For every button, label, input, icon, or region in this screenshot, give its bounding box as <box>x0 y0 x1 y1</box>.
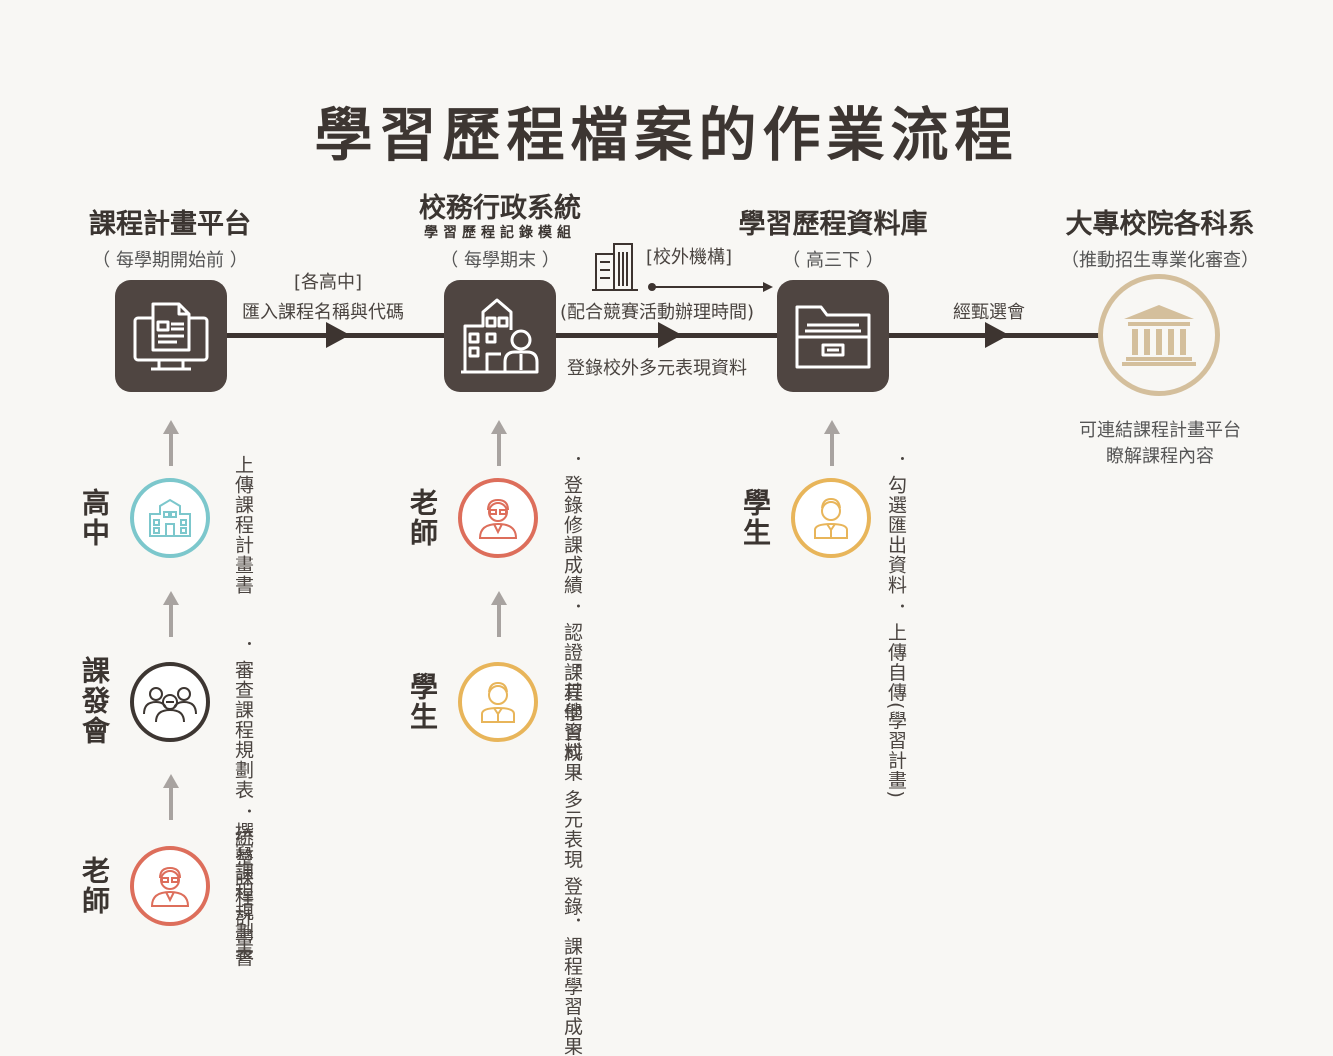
universities-title: 大專校院各科系 <box>1065 209 1255 240</box>
role-teacher: 老師 <box>78 856 111 916</box>
task-student-export: ．勾選匯出資料 ．上傳自傳(學習計畫) <box>884 455 908 799</box>
role-student: 學生 <box>406 672 439 732</box>
computer-document-icon <box>133 302 209 371</box>
teacher-icon <box>478 498 518 539</box>
up-arrow <box>163 420 179 466</box>
school-admin-note: （ 每學期末 ） <box>440 250 560 271</box>
task-integrate-course-plan: ．統整課程計畫書 <box>232 807 254 968</box>
edge2-paren: (配合競賽活動辦理時間) <box>560 302 755 323</box>
up-arrow <box>163 591 179 637</box>
task-write-course-plan-table: 撰寫課程規劃表 <box>232 822 254 962</box>
teacher-icon <box>150 866 190 907</box>
folder-cabinet-icon <box>795 305 871 369</box>
teacher-circle <box>130 846 210 926</box>
flow-arrowhead-3 <box>985 322 1009 348</box>
universities-caption-1: 可連結課程計畫平台 <box>1079 420 1241 441</box>
committee-circle <box>130 662 210 742</box>
school-admin-subtitle: 學習歷程記錄模組 <box>424 225 576 241</box>
office-building-icon <box>592 243 638 291</box>
task-other-data: ．其他資料 <box>561 662 583 762</box>
task-review-course-plan: ．審查課程規劃表 <box>232 640 254 800</box>
teacher-circle <box>458 478 538 558</box>
role-committee: 課發會 <box>78 656 111 746</box>
portfolio-db-title: 學習歷程資料庫 <box>738 209 928 240</box>
task-student-record: ．其他資料 ．多元表現 登錄．課程學習成果 <box>560 662 584 1056</box>
edge2-tag: [校外機構] <box>646 247 733 268</box>
portfolio-db-note: （ 高三下 ） <box>782 250 884 271</box>
university-building-icon <box>1122 305 1196 366</box>
up-arrow <box>491 591 507 637</box>
page-title: 學習歷程檔案的作業流程 <box>314 101 1019 169</box>
edge1-tag: [各高中] <box>294 272 363 293</box>
flow-line <box>225 282 1105 348</box>
task-teacher-record: ．登錄修課成績 ．認證課程學習成果 <box>560 455 584 782</box>
task-select-export-data: ．勾選匯出資料 <box>885 455 907 595</box>
course-platform-title: 課程計畫平台 <box>89 209 251 240</box>
school-admin-title: 校務行政系統 <box>419 193 581 224</box>
student-circle <box>458 662 538 742</box>
task-review-integrate: ．審查課程規劃表 ．統整課程計畫書 <box>231 640 255 967</box>
edge3-label: 經甄選會 <box>953 302 1025 323</box>
edge2-label: 登錄校外多元表現資料 <box>567 358 747 379</box>
role-school: 高中 <box>78 488 111 548</box>
up-arrow <box>491 420 507 466</box>
flow-arrowhead-2 <box>658 322 682 348</box>
task-upload-autobiography: ．上傳自傳(學習計畫) <box>885 602 907 799</box>
course-platform-box <box>115 280 227 392</box>
task-record-learning-results: 登錄．課程學習成果 <box>561 876 583 1056</box>
group-icon <box>143 687 197 722</box>
task-record-grades: ．登錄修課成績 <box>561 455 583 595</box>
external-arrowhead <box>763 282 773 292</box>
universities-circle <box>1098 274 1220 396</box>
task-upload-course-plan: 上傳課程計畫書 <box>232 455 254 595</box>
student-icon <box>814 497 848 539</box>
edge1-label: 匯入課程名稱與代碼 <box>242 302 404 323</box>
course-platform-note: （ 每學期開始前 ） <box>92 250 248 271</box>
up-arrow <box>824 420 840 466</box>
school-building-icon <box>149 498 191 537</box>
school-admin-icon <box>461 298 539 374</box>
task-diverse-performance: ．多元表現 <box>561 769 583 870</box>
school-circle <box>130 478 210 558</box>
universities-caption-2: 瞭解課程內容 <box>1106 446 1214 467</box>
universities-note: （推動招生專業化審查） <box>1061 250 1259 271</box>
role-teacher: 老師 <box>406 488 439 548</box>
task-certify-learning-results: ．認證課程學習成果 <box>561 602 583 783</box>
portfolio-db-box <box>777 280 889 392</box>
up-arrow <box>163 774 179 820</box>
school-admin-box <box>444 280 556 392</box>
role-student: 學生 <box>739 488 772 548</box>
student-icon <box>481 681 515 723</box>
student-circle <box>791 478 871 558</box>
flow-arrowhead-1 <box>326 322 350 348</box>
